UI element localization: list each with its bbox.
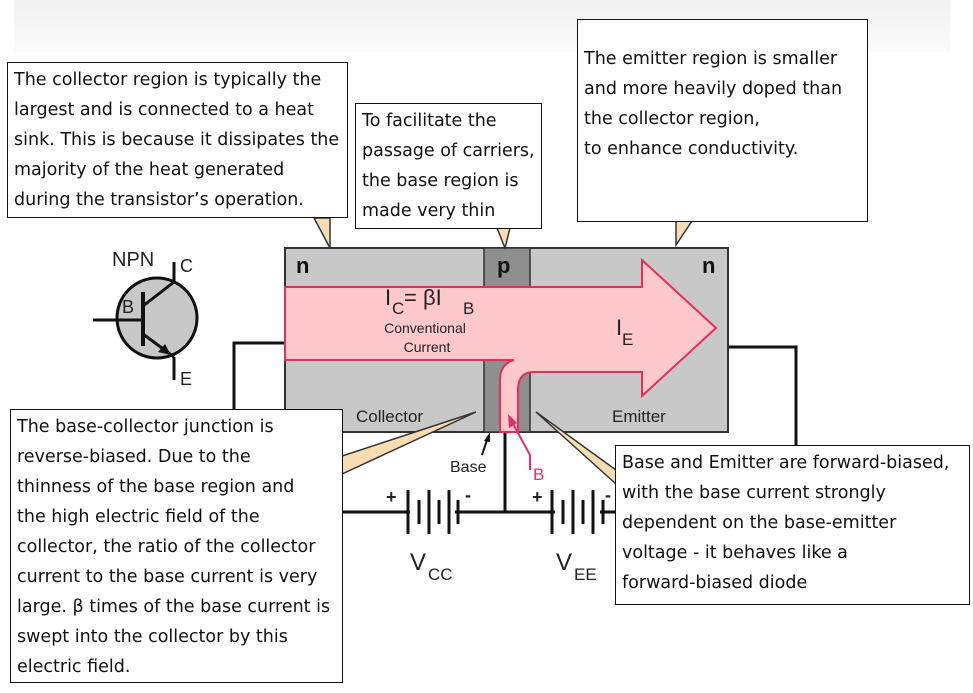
base-callout: To facilitate the passage of carriers, t… [355,103,542,229]
base-callout-pointer [495,227,511,251]
ie-symbol: I [616,315,622,340]
bc-junction-callout-line: the high electric field of the [17,507,260,527]
collector-callout: The collector region is typically the la… [7,62,348,218]
ib-arrowhead [508,414,517,428]
conventional-label: Conventional [384,320,466,336]
collector-doping-label: n [296,253,309,278]
vcc-symbol: V [410,549,426,576]
be-junction-callout-line: voltage - it behaves like a [622,543,848,563]
npn-label: NPN [112,249,154,271]
base-callout-line: made very thin [362,201,496,221]
emitter-wire [728,345,798,445]
ib-arrow-line [511,421,531,456]
conventional-current-arrow [284,257,718,433]
npn-c-label: C [180,256,193,276]
npn-e-label: E [180,369,192,389]
npn-emitter-arrow-icon [158,344,171,355]
vcc-plus: + [386,487,397,507]
ie-subscript: E [622,330,633,349]
collector-callout-line: sink. This is because it dissipates the [14,130,340,150]
ic-symbol: I [385,285,391,310]
current-label: Current [404,339,451,355]
ic-subscript: C [392,299,404,318]
collector-callout-line: majority of the heat generated [14,160,285,180]
be-junction-callout-line: Base and Emitter are forward-biased, [622,453,950,473]
vcc-battery [406,490,460,534]
ib-subscript-eq: B [463,299,474,318]
npn-b-label: B [122,297,134,317]
vcc-subscript: CC [428,565,453,584]
ib-symbol: I [527,450,533,475]
bc-junction-callout-line: large. β times of the base current is [17,597,331,617]
collector-callout-pointer [312,217,331,249]
vee-symbol: V [556,549,572,576]
bc-junction-callout-line: thinness of the base region and [17,477,295,497]
collector-callout-line: during the transistor’s operation. [14,190,304,210]
bc-junction-callout-line: current to the base current is very [17,567,318,587]
bc-junction-callout-line: electric field. [17,657,131,677]
be-junction-callout-line: forward-biased diode [622,573,808,593]
be-junction-callout-line: with the base current strongly [622,483,886,503]
bc-junction-callout-line: reverse-biased. Due to the [17,447,251,467]
vee-battery [550,490,605,534]
emitter-region-label: Emitter [612,407,666,426]
npn-circle [115,276,199,360]
ib-subscript: B [533,465,544,484]
vee-plus: + [532,487,543,507]
collector-callout-line: largest and is connected to a heat [14,100,314,120]
base-callout-line: the base region is [362,171,519,191]
base-pointer-arrowhead [484,432,490,442]
npn-collector-diag [142,280,175,308]
emitter-callout-line: and more heavily doped than [584,79,843,99]
bc-junction-callout-line: swept into the collector by this [17,627,288,647]
be-junction-callout-line: dependent on the base-emitter [622,513,897,533]
vee-minus: - [605,485,611,505]
emitter-callout-line: The emitter region is smaller [584,49,838,69]
vee-subscript: EE [574,565,597,584]
ic-equation: I C = βI B [385,285,474,318]
ic-beta-ib: = βI [404,285,442,310]
base-doping-label: p [497,253,510,278]
emitter-callout-line: to enhance conductivity. [584,139,799,159]
collector-region-label: Collector [356,407,423,426]
vcc-minus: - [465,485,471,505]
bc-junction-callout-line: The base-collector junction is [17,417,274,437]
npn-symbol: NPN C B E [93,249,199,389]
base-label: Base [450,459,487,476]
base-callout-line: To facilitate the [362,111,497,131]
bc-junction-callout-line: collector, the ratio of the collector [17,537,316,557]
be-junction-callout: Base and Emitter are forward-biased, wit… [615,445,970,605]
emitter-callout: The emitter region is smaller and more h… [577,19,868,222]
collector-callout-line: The collector region is typically the [14,70,322,90]
emitter-doping-label: n [702,253,715,278]
emitter-callout-pointer [675,220,694,248]
base-callout-line: passage of carriers, [362,141,535,161]
bc-junction-callout: The base-collector junction is reverse-b… [10,409,343,683]
emitter-callout-line: the collector region, [584,109,760,129]
